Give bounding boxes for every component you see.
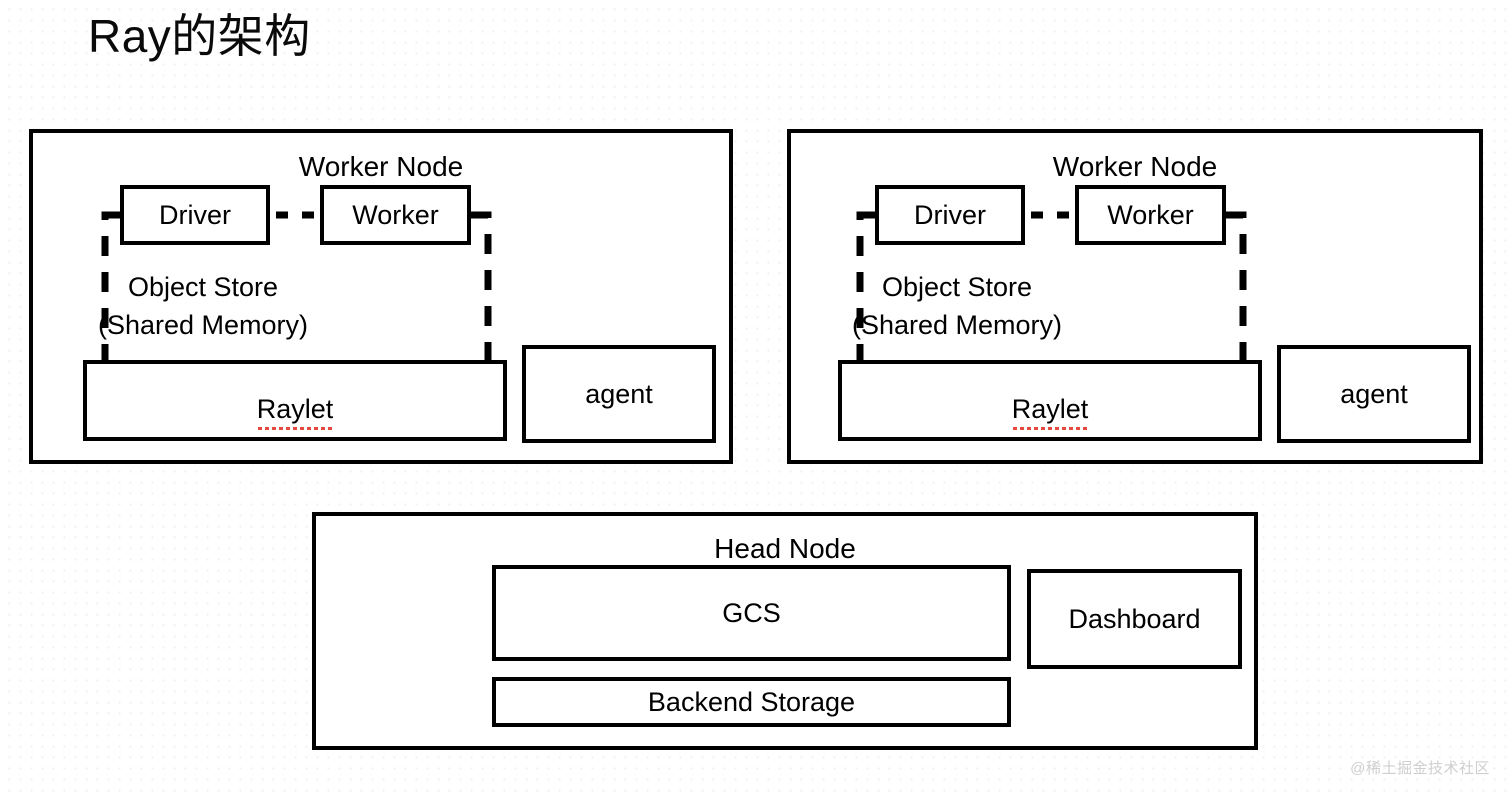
page-title: Ray的架构 <box>88 10 311 62</box>
raylet-label: Raylet <box>256 394 334 430</box>
worker-node-2-object-store-line2: (Shared Memory) <box>851 310 1063 340</box>
agent-label: agent <box>1340 379 1408 409</box>
worker-node-2-raylet-box[interactable]: Raylet <box>838 360 1262 441</box>
backend-storage-label: Backend Storage <box>647 687 856 717</box>
worker-node-1-driver-box[interactable]: Driver <box>120 185 270 245</box>
head-node-gcs-box[interactable]: GCS <box>492 565 1011 661</box>
raylet-label: Raylet <box>1011 394 1089 430</box>
dashboard-label: Dashboard <box>1068 604 1201 634</box>
watermark: @稀土掘金技术社区 <box>1350 760 1490 777</box>
worker-node-1[interactable]: Worker Node Driver Worker Object Store (… <box>29 129 733 464</box>
agent-label: agent <box>585 379 653 409</box>
worker-label: Worker <box>352 200 439 230</box>
driver-label: Driver <box>914 200 986 230</box>
worker-label: Worker <box>1107 200 1194 230</box>
worker-node-2-title: Worker Node <box>1052 151 1218 182</box>
driver-label: Driver <box>159 200 231 230</box>
head-node-backend-storage-box[interactable]: Backend Storage <box>492 677 1011 727</box>
worker-node-1-object-store-line2: (Shared Memory) <box>97 310 309 340</box>
gcs-label: GCS <box>722 598 781 628</box>
worker-node-1-agent-box[interactable]: agent <box>522 345 716 443</box>
head-node-dashboard-box[interactable]: Dashboard <box>1027 569 1242 669</box>
head-node[interactable]: Head Node GCS Backend Storage Dashboard <box>312 512 1258 750</box>
worker-node-2-object-store-line1: Object Store <box>881 272 1033 302</box>
worker-node-2-agent-box[interactable]: agent <box>1277 345 1471 443</box>
worker-node-1-object-store-line1: Object Store <box>127 272 279 302</box>
worker-node-2[interactable]: Worker Node Driver Worker Object Store (… <box>787 129 1483 464</box>
worker-node-2-worker-box[interactable]: Worker <box>1075 185 1226 245</box>
head-node-title: Head Node <box>714 533 856 564</box>
worker-node-1-worker-box[interactable]: Worker <box>320 185 471 245</box>
worker-node-1-raylet-box[interactable]: Raylet <box>83 360 507 441</box>
worker-node-2-driver-box[interactable]: Driver <box>875 185 1025 245</box>
worker-node-1-title: Worker Node <box>298 151 464 182</box>
